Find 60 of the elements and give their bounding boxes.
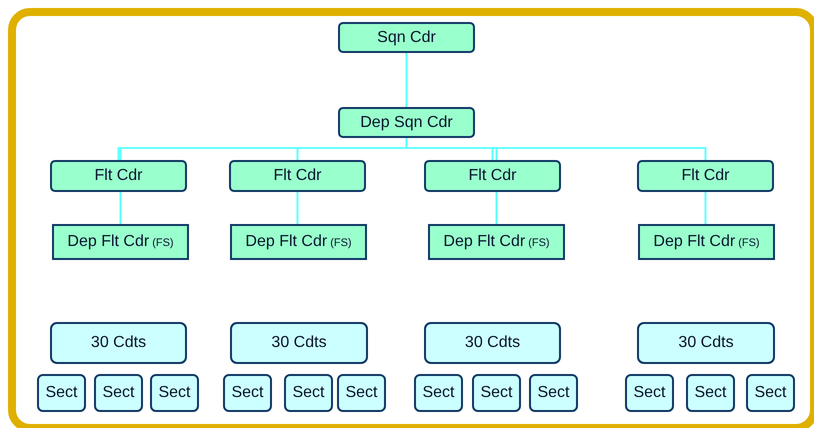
connector-line — [406, 138, 706, 160]
role-box — [338, 107, 475, 138]
group-box — [230, 322, 368, 364]
role-box — [424, 160, 561, 192]
role-label: Sect — [158, 383, 190, 403]
section-box — [686, 374, 735, 412]
role-box — [229, 160, 366, 192]
role-label: 30 Cdts — [464, 333, 520, 353]
role-note: (FS) — [528, 236, 550, 252]
role-box — [52, 224, 189, 260]
role-label: Sect — [694, 383, 726, 403]
role-label: Sect — [292, 383, 324, 403]
role-note: (FS) — [152, 236, 174, 252]
group-box — [637, 322, 775, 364]
role-label: Dep Flt Cdr — [653, 232, 736, 252]
section-box — [37, 374, 86, 412]
role-label: Sect — [633, 383, 666, 403]
connector-line — [296, 192, 298, 224]
section-box — [529, 374, 578, 412]
role-box — [638, 224, 775, 260]
role-label: 30 Cdts — [678, 333, 734, 353]
section-box — [94, 374, 143, 412]
role-box — [637, 160, 774, 192]
role-label: Sect — [231, 383, 264, 403]
section-box — [150, 374, 199, 412]
role-label: Sect — [537, 383, 570, 403]
section-box — [337, 374, 386, 412]
role-label: 30 Cdts — [271, 333, 327, 353]
role-label: Dep Flt Cdr — [245, 232, 328, 252]
role-label: Dep Flt Cdr — [67, 232, 150, 252]
role-label: Flt Cdr — [274, 166, 322, 186]
role-box — [230, 224, 367, 260]
section-box — [223, 374, 272, 412]
role-label: Flt Cdr — [94, 166, 142, 186]
section-box — [414, 374, 463, 412]
role-label: Dep Flt Cdr — [443, 232, 526, 252]
role-label: Sect — [422, 383, 454, 403]
section-box — [284, 374, 333, 412]
role-label: 30 Cdts — [90, 333, 146, 353]
role-label: Sect — [45, 383, 78, 403]
role-label: Sect — [102, 383, 134, 403]
connector-line — [704, 192, 706, 224]
role-label: Sect — [345, 383, 378, 403]
role-label: Flt Cdr — [682, 166, 730, 186]
role-note: (FS) — [330, 236, 352, 252]
section-box — [746, 374, 795, 412]
group-box — [424, 322, 561, 364]
role-label: Sect — [480, 383, 512, 403]
connector-line — [406, 53, 408, 107]
role-note: (FS) — [738, 236, 760, 252]
role-box — [338, 22, 475, 53]
role-label: Dep Sqn Cdr — [360, 112, 453, 132]
role-box — [50, 160, 187, 192]
section-box — [625, 374, 674, 412]
role-label: Sqn Cdr — [377, 28, 436, 48]
role-box — [428, 224, 565, 260]
group-box — [50, 322, 187, 364]
section-box — [472, 374, 521, 412]
role-label: Sect — [754, 383, 786, 403]
role-label: Flt Cdr — [468, 166, 516, 186]
